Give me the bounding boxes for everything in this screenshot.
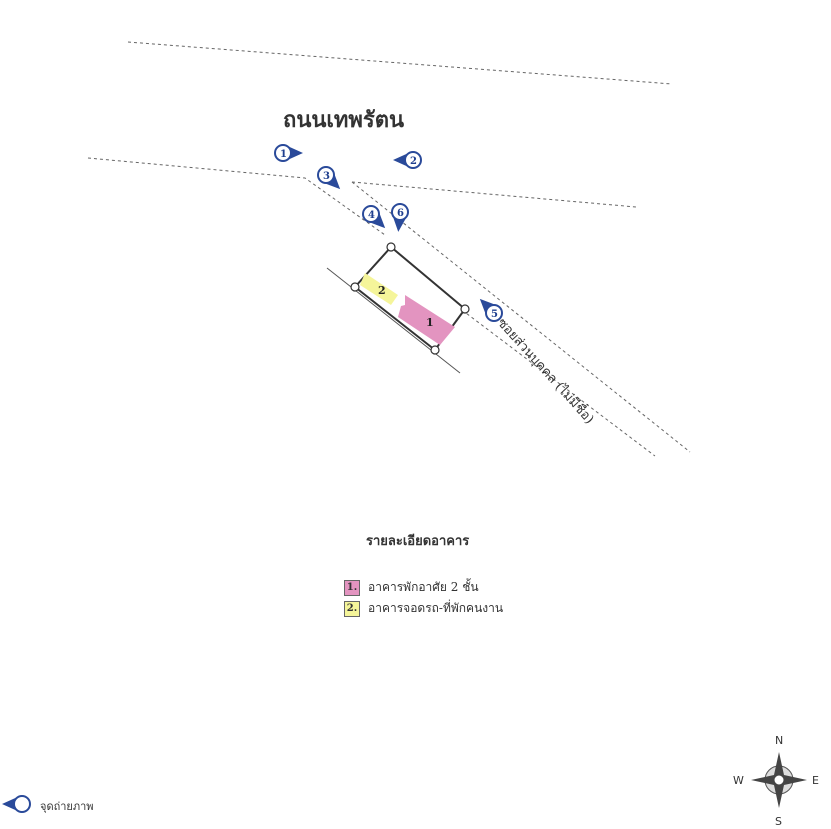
photo-point-1[interactable]: 1 (274, 143, 304, 163)
legend-swatch-2: 2. (344, 600, 360, 617)
building-1 (398, 295, 455, 345)
photo-point-6[interactable]: 6 (388, 202, 411, 234)
photo-point-2[interactable]: 2 (392, 150, 422, 170)
main-road-label: ถนนเทพรัตน (283, 107, 404, 133)
svg-text:5: 5 (491, 309, 498, 320)
compass-n: N (775, 734, 783, 747)
side-road-label: ซอยส่วนบุคคล (ไม่มีชื่อ) (494, 314, 598, 427)
legend-label-2: อาคารจอดรถ-ที่พักคนงาน (368, 601, 504, 615)
legend-item-1: 1. อาคารพักอาศัย 2 ชั้น (344, 578, 479, 597)
compass-s: S (775, 815, 782, 828)
svg-text:3: 3 (323, 171, 330, 182)
svg-text:4: 4 (368, 210, 375, 221)
svg-text:6: 6 (397, 208, 404, 219)
legend-item-2: 2. อาคารจอดรถ-ที่พักคนงาน (344, 599, 503, 618)
svg-text:2: 2 (410, 156, 417, 167)
building-1-number: 1 (426, 316, 434, 329)
lot-corners (350, 242, 470, 355)
compass-w: W (733, 774, 744, 787)
building-2 (360, 273, 398, 305)
photo-point-legend-icon (1, 794, 31, 814)
photo-point-legend-label: จุดถ่ายภาพ (40, 800, 94, 813)
road-lines (87, 41, 691, 457)
svg-text:1: 1 (280, 149, 287, 160)
photo-point-5[interactable]: 5 (472, 291, 508, 327)
boundary-line (326, 267, 461, 374)
compass-icon: N E S W (733, 734, 819, 828)
photo-point-3[interactable]: 3 (312, 161, 348, 197)
compass-e: E (812, 774, 819, 787)
photo-point-4[interactable]: 4 (357, 200, 393, 236)
legend-label-1: อาคารพักอาศัย 2 ชั้น (368, 580, 479, 594)
legend-title: รายละเอียดอาคาร (366, 534, 470, 549)
building-2-number: 2 (378, 284, 386, 297)
legend-swatch-1: 1. (344, 579, 360, 596)
